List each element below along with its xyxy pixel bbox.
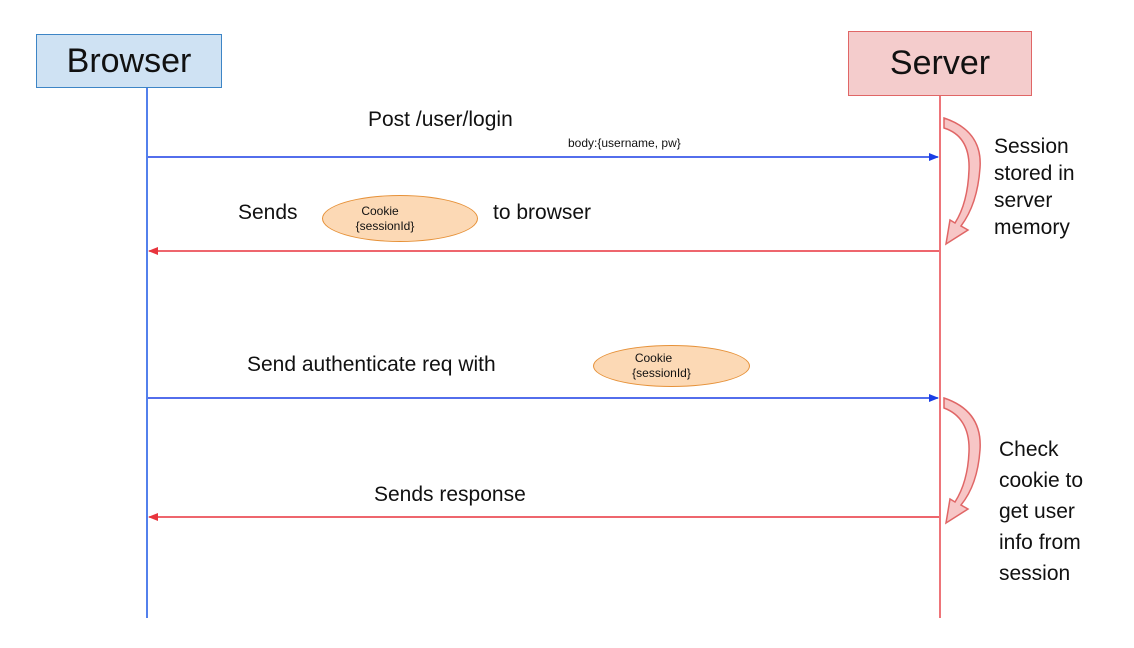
- cookie-title: Cookie: [634, 351, 673, 365]
- login-request-body: body:{username, pw}: [568, 136, 681, 150]
- request-cookie-badge: Cookie {sessionId}: [593, 345, 750, 387]
- cookie-title: Cookie: [361, 203, 399, 218]
- session-stored-note: Session stored in server memory: [994, 135, 1075, 239]
- sends-label: Sends: [238, 201, 298, 224]
- server-participant: Server: [848, 31, 1032, 96]
- login-request-label: Post /user/login: [368, 108, 513, 131]
- server-label: Server: [889, 44, 991, 82]
- browser-participant: Browser: [36, 34, 222, 88]
- cookie-value: {sessionId}: [355, 218, 415, 233]
- session-store-curved-arrow: [943, 116, 981, 246]
- final-response-label: Sends response: [374, 483, 526, 506]
- to-browser-label: to browser: [493, 201, 592, 224]
- authenticate-request-label: Send authenticate req with: [247, 353, 496, 376]
- browser-label: Browser: [66, 41, 192, 80]
- session-cookie-badge: Cookie {sessionId}: [322, 195, 478, 242]
- check-cookie-note: Check cookie to get user info from sessi…: [999, 438, 1084, 585]
- session-lookup-curved-arrow: [943, 396, 981, 525]
- cookie-value: {sessionId}: [632, 366, 691, 380]
